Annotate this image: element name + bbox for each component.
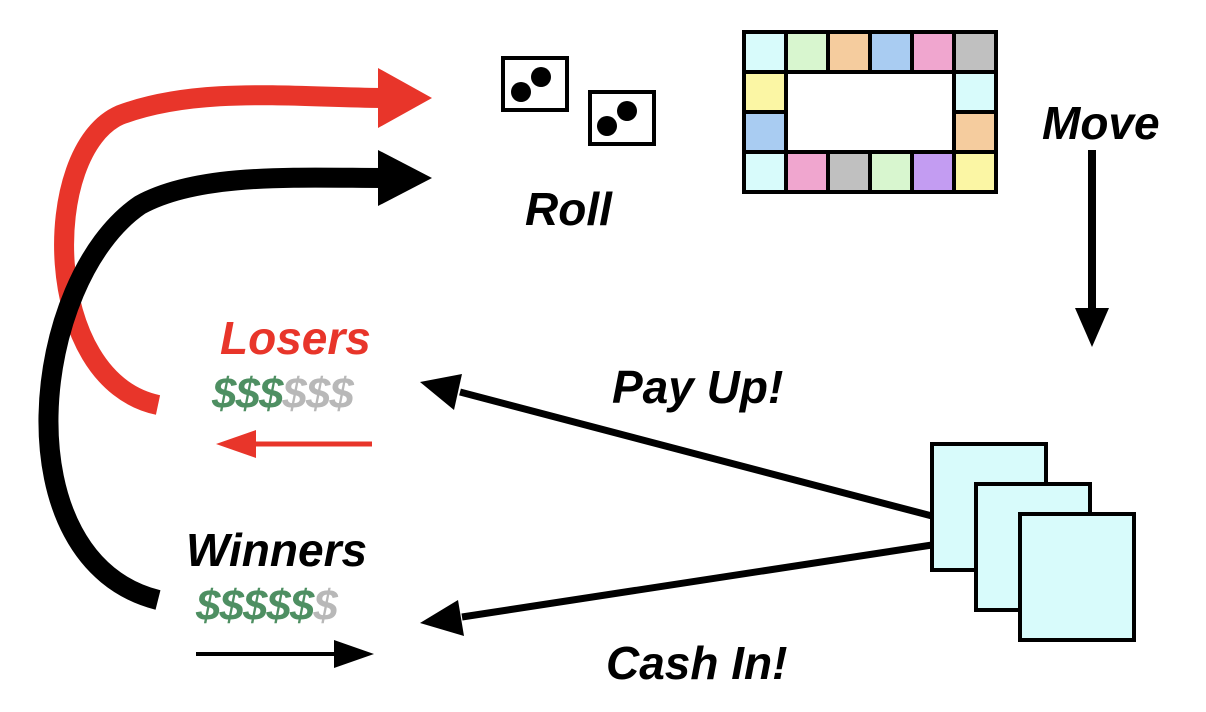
winners-money-green: $$$$$	[196, 581, 314, 630]
winner-direction-arrowhead	[334, 640, 374, 668]
board-square	[910, 30, 956, 74]
winners-money-gray: $	[313, 581, 338, 630]
board-square	[784, 30, 830, 74]
board-square	[952, 30, 998, 74]
cash-in-arrow	[461, 541, 933, 621]
board-square	[952, 150, 998, 194]
board-square	[784, 150, 830, 194]
board-square	[952, 70, 998, 114]
die-icon	[588, 90, 656, 146]
cash-in-label: Cash In!	[606, 637, 788, 689]
move-arrowhead	[1075, 308, 1109, 347]
winner-loop-arrow	[38, 167, 389, 610]
pay-up-label: Pay Up!	[612, 361, 784, 413]
roll-label: Roll	[525, 183, 612, 235]
losers-money: $$$$$$	[212, 369, 354, 418]
board-square	[868, 30, 914, 74]
winners-money: $$$$$$	[196, 581, 338, 630]
board-square	[826, 30, 872, 74]
board-square	[742, 30, 788, 74]
pay-up-arrowhead	[420, 374, 462, 410]
board-square	[826, 150, 872, 194]
losers-money-green: $$$	[212, 369, 283, 418]
loser-direction-arrowhead	[216, 430, 256, 458]
board-square	[742, 70, 788, 114]
board-square	[868, 150, 914, 194]
pay-up-arrow	[459, 388, 933, 520]
board-square	[910, 150, 956, 194]
cash-in-arrowhead	[420, 600, 464, 636]
board-square	[742, 110, 788, 154]
loser-loop-arrow	[54, 85, 389, 415]
game-board	[742, 30, 998, 194]
board-square	[742, 150, 788, 194]
winners-label: Winners	[186, 524, 368, 576]
die-icon	[501, 56, 569, 112]
losers-money-gray: $$$	[282, 369, 353, 418]
loser-loop-arrowhead	[378, 68, 432, 128]
move-label: Move	[1042, 97, 1160, 149]
board-square	[952, 110, 998, 154]
winner-loop-arrowhead	[378, 150, 432, 206]
cards-stack-icon	[930, 442, 1136, 642]
losers-label: Losers	[220, 312, 371, 364]
